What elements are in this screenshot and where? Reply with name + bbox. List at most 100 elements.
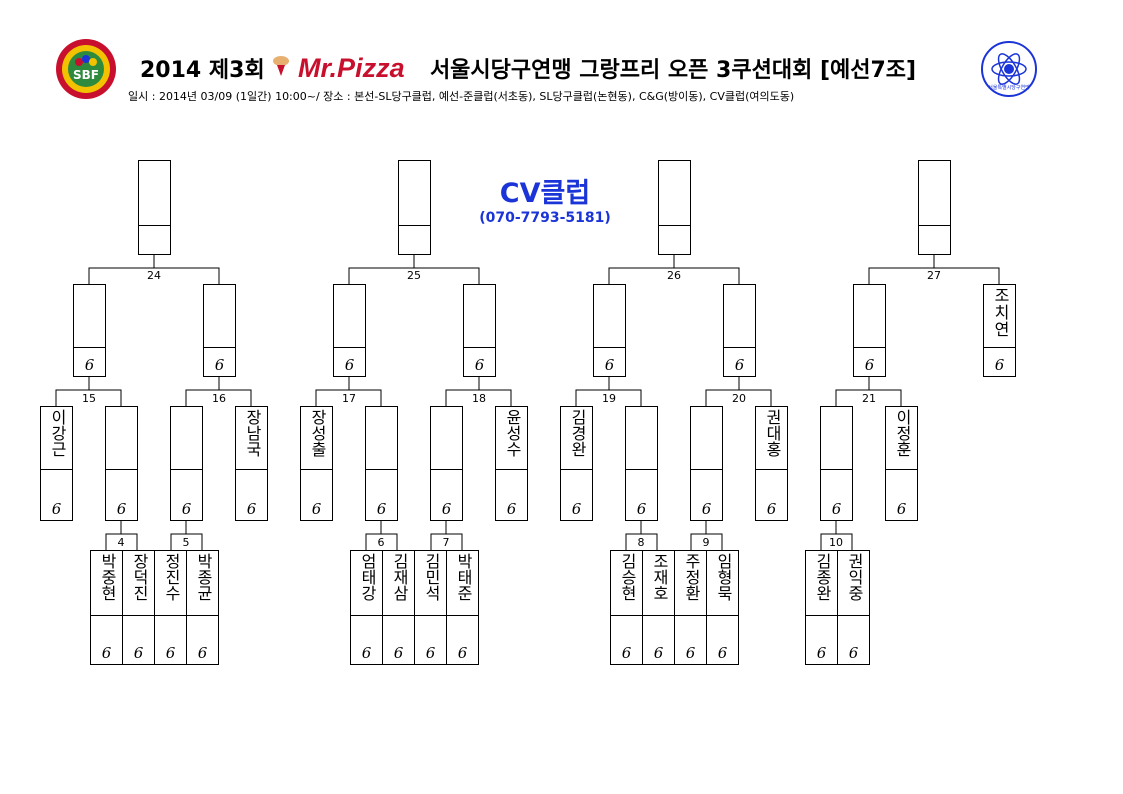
- score-mark: 6: [701, 500, 712, 518]
- player-slot: 6: [365, 406, 398, 521]
- score-mark: 6: [457, 644, 468, 662]
- player-slot: 김경완 6: [560, 406, 593, 521]
- sbf-logo: SBF: [55, 38, 117, 100]
- score-mark: 6: [84, 356, 95, 374]
- match-number: 17: [342, 392, 356, 405]
- player-name: 김재삼: [390, 553, 409, 601]
- match-number: 27: [927, 269, 941, 282]
- federation-emblem: 서울특별시당구연맹: [980, 40, 1038, 98]
- match-number: 10: [829, 536, 843, 549]
- player-slot: 김승현 6: [610, 550, 643, 665]
- player-name: 장성출: [308, 409, 327, 457]
- player-name: 이강근: [48, 409, 67, 457]
- score-mark: 6: [848, 644, 859, 662]
- final-slot: [918, 160, 951, 255]
- player-name: 엄태강: [358, 553, 377, 601]
- score-mark: 6: [604, 356, 615, 374]
- player-slot: 6: [820, 406, 853, 521]
- score-mark: 6: [506, 500, 517, 518]
- player-name: 이정훈: [893, 409, 912, 457]
- match-number: 16: [212, 392, 226, 405]
- player-slot: 임형묵 6: [706, 550, 739, 665]
- player-slot: 장남국 6: [235, 406, 268, 521]
- player-slot: 6: [333, 284, 366, 377]
- score-mark: 6: [734, 356, 745, 374]
- score-mark: 6: [246, 500, 257, 518]
- score-mark: 6: [766, 500, 777, 518]
- score-mark: 6: [425, 644, 436, 662]
- score-mark: 6: [311, 500, 322, 518]
- match-number: 15: [82, 392, 96, 405]
- player-name: 김경완: [568, 409, 587, 457]
- player-slot: 박종균 6: [186, 550, 219, 665]
- player-name: 장남국: [243, 409, 262, 457]
- player-name: 권대홍: [763, 409, 782, 457]
- player-slot: 6: [625, 406, 658, 521]
- player-slot: 박태준 6: [446, 550, 479, 665]
- player-name: 박중현: [98, 553, 117, 601]
- title-event: 서울시당구연맹 그랑프리 오픈 3쿠션대회 [예선7조]: [429, 58, 917, 83]
- match-number: 26: [667, 269, 681, 282]
- player-name: 임형묵: [714, 553, 733, 601]
- match-number: 19: [602, 392, 616, 405]
- match-number: 7: [442, 536, 450, 549]
- player-name: 김종완: [813, 553, 832, 601]
- player-name: 조재호: [650, 553, 669, 601]
- player-name: 장덕진: [130, 553, 149, 601]
- match-number: 21: [862, 392, 876, 405]
- player-slot: 6: [73, 284, 106, 377]
- score-mark: 6: [441, 500, 452, 518]
- score-mark: 6: [181, 500, 192, 518]
- score-mark: 6: [864, 356, 875, 374]
- match-number: 4: [117, 536, 125, 549]
- score-mark: 6: [685, 644, 696, 662]
- score-mark: 6: [571, 500, 582, 518]
- player-slot: 6: [690, 406, 723, 521]
- match-number: 5: [182, 536, 190, 549]
- score-mark: 6: [361, 644, 372, 662]
- player-name: 김민석: [422, 553, 441, 601]
- player-slot: 조재호 6: [642, 550, 675, 665]
- player-slot: 김종완 6: [805, 550, 838, 665]
- player-slot: 조치연 6: [983, 284, 1016, 377]
- match-number: 8: [637, 536, 645, 549]
- player-slot: 장성출 6: [300, 406, 333, 521]
- score-mark: 6: [165, 644, 176, 662]
- player-slot: 장덕진 6: [122, 550, 155, 665]
- player-slot: 김재삼 6: [382, 550, 415, 665]
- score-mark: 6: [653, 644, 664, 662]
- player-slot: 6: [203, 284, 236, 377]
- venue-name: CV클럽: [499, 178, 591, 209]
- score-mark: 6: [51, 500, 62, 518]
- match-number: 25: [407, 269, 421, 282]
- player-slot: 이정훈 6: [885, 406, 918, 521]
- player-slot: 윤성수 6: [495, 406, 528, 521]
- player-slot: 박중현 6: [90, 550, 123, 665]
- final-slot: [398, 160, 431, 255]
- score-mark: 6: [116, 500, 127, 518]
- score-mark: 6: [994, 356, 1005, 374]
- player-name: 권익중: [845, 553, 864, 601]
- score-mark: 6: [717, 644, 728, 662]
- score-mark: 6: [474, 356, 485, 374]
- score-mark: 6: [636, 500, 647, 518]
- score-mark: 6: [376, 500, 387, 518]
- player-name: 주정환: [682, 553, 701, 601]
- federation-emblem-text: 서울특별시당구연맹: [988, 85, 1030, 91]
- score-mark: 6: [344, 356, 355, 374]
- player-slot: 김민석 6: [414, 550, 447, 665]
- player-name: 박종균: [194, 553, 213, 601]
- final-slot: [658, 160, 691, 255]
- player-slot: 6: [463, 284, 496, 377]
- player-slot: 이강근 6: [40, 406, 73, 521]
- player-slot: 주정환 6: [674, 550, 707, 665]
- pizza-chef-icon: [272, 55, 290, 83]
- player-name: 박태준: [454, 553, 473, 601]
- score-mark: 6: [214, 356, 225, 374]
- score-mark: 6: [101, 644, 112, 662]
- player-slot: 권대홍 6: [755, 406, 788, 521]
- player-slot: 6: [430, 406, 463, 521]
- score-mark: 6: [393, 644, 404, 662]
- player-name: 윤성수: [503, 409, 522, 457]
- match-number: 9: [702, 536, 710, 549]
